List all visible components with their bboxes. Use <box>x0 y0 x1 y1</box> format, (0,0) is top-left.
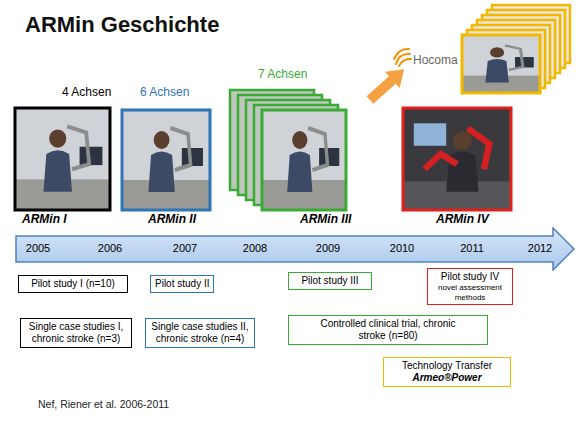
company-logo-text: Hocoma <box>413 54 458 68</box>
device-name: ARMin I <box>22 213 67 227</box>
study-title: Pilot study II <box>155 278 209 290</box>
study-box: Pilot study IVnovel assessment methods <box>427 268 513 305</box>
study-title: Controlled clinical trial, chronic strok… <box>318 318 458 342</box>
device-name: ARMin III <box>300 213 351 227</box>
study-box: Controlled clinical trial, chronic strok… <box>288 315 488 345</box>
study-detail: Armeo®Power <box>388 372 506 384</box>
year-label: 2012 <box>528 242 552 255</box>
photo-stack-armin-3 <box>230 90 346 210</box>
axis-count-label: 6 Achsen <box>140 86 189 100</box>
hocoma-logo-mark <box>394 49 411 66</box>
year-label: 2006 <box>98 242 122 255</box>
study-box: Single case studies II, chronic stroke (… <box>145 318 255 348</box>
axis-count-label: 4 Achsen <box>62 86 111 100</box>
slide-title: ARMin Geschichte <box>25 12 219 37</box>
photo-armin-4 <box>403 108 511 210</box>
year-label: 2010 <box>390 242 414 255</box>
device-name: ARMin II <box>148 213 196 227</box>
study-box: Pilot study III <box>288 272 372 290</box>
year-label: 2009 <box>316 242 340 255</box>
study-detail: novel assessment methods <box>432 283 508 302</box>
study-box: Pilot study II <box>150 275 214 293</box>
device-name: ARMin IV <box>436 213 489 227</box>
photo-armin-1 <box>15 108 110 210</box>
timeline-band <box>16 228 574 270</box>
study-title: Pilot study IV <box>432 271 508 283</box>
study-box: Pilot study I (n=10) <box>18 275 128 293</box>
year-label: 2005 <box>26 242 50 255</box>
study-title: Pilot study I (n=10) <box>23 278 123 290</box>
transfer-arrow <box>363 61 412 108</box>
study-title: Pilot study III <box>293 275 367 287</box>
study-title: Technology Transfer <box>388 360 506 372</box>
year-label: 2008 <box>243 242 267 255</box>
photo-armin-2 <box>122 110 210 210</box>
photo-stack-armeo <box>462 5 570 93</box>
study-box: Single case studies I, chronic stroke (n… <box>20 318 132 348</box>
year-label: 2011 <box>460 242 484 255</box>
study-title: Single case studies II, chronic stroke (… <box>150 321 250 345</box>
axis-count-label: 7 Achsen <box>258 68 307 82</box>
year-label: 2007 <box>173 242 197 255</box>
timeline-arrow: 2005 2006 2007 2008 2009 2010 2011 2012 <box>15 227 575 271</box>
study-box: Technology TransferArmeo®Power <box>383 357 511 387</box>
source-caption: Nef, Riener et al. 2006-2011 <box>38 398 169 410</box>
study-title: Single case studies I, chronic stroke (n… <box>25 321 127 345</box>
